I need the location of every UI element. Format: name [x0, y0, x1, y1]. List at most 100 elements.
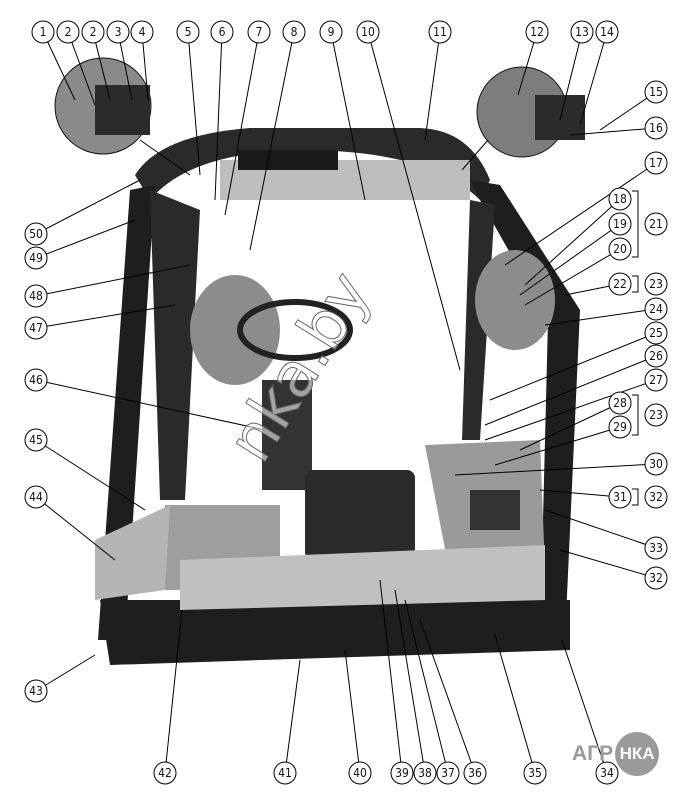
group-bracket: [632, 394, 639, 436]
callout-circle: [24, 679, 48, 703]
leader-line: [579, 31, 608, 126]
leader-line: [164, 609, 183, 774]
callout-label: 4: [139, 25, 146, 39]
callout-label: 33: [649, 541, 663, 555]
callout-15: 15: [644, 80, 668, 104]
leader-line: [559, 31, 583, 121]
callout-5: 5: [176, 20, 200, 44]
callout-label: 10: [361, 25, 375, 39]
callout-43: 43: [24, 679, 48, 703]
leader-line: [35, 264, 191, 297]
callout-circle: [644, 452, 668, 476]
callout-label: 36: [468, 766, 482, 780]
leader-line: [454, 463, 657, 476]
callout-circle: [644, 80, 668, 104]
callout-circle: [24, 316, 48, 340]
callout-circle: [608, 272, 632, 296]
callout-21: 21: [644, 212, 668, 236]
callout-label: 50: [29, 227, 43, 241]
leader-line: [569, 127, 657, 136]
callout-circle: [608, 485, 632, 509]
leader-line: [284, 659, 301, 774]
callout-circle: [390, 761, 414, 785]
leader-line: [394, 589, 426, 774]
callout-50: 50: [24, 222, 48, 246]
callout-label: 16: [649, 121, 663, 135]
callout-label: 46: [29, 373, 43, 387]
callout-circle: [348, 761, 372, 785]
callout-32: 32: [644, 566, 668, 590]
callout-24: 24: [644, 297, 668, 321]
leader-line: [419, 619, 476, 774]
leader-line: [187, 31, 201, 176]
leader-line: [484, 379, 657, 441]
callout-20: 20: [608, 237, 632, 261]
callout-label: 18: [613, 192, 627, 206]
callout-label: 17: [649, 156, 663, 170]
callout-label: 28: [613, 396, 627, 410]
callout-label: 8: [291, 25, 298, 39]
callout-circle: [24, 485, 48, 509]
callout-35: 35: [523, 761, 547, 785]
callout-circle: [56, 20, 80, 44]
callout-label: 37: [441, 766, 455, 780]
callout-circle: [24, 222, 48, 246]
callout-circle: [319, 20, 343, 44]
callout-label: 45: [29, 433, 43, 447]
callout-14: 14: [595, 20, 619, 44]
callout-circle: [273, 761, 297, 785]
callout-circle: [644, 344, 668, 368]
leader-line: [35, 304, 176, 329]
callout-label: 11: [433, 25, 447, 39]
callout-label: 48: [29, 289, 43, 303]
leader-line: [330, 31, 366, 201]
callout-circle: [463, 761, 487, 785]
callout-8: 8: [282, 20, 306, 44]
callout-label: 26: [649, 349, 663, 363]
callout-label: 1: [40, 25, 47, 39]
callout-label: 32: [649, 571, 663, 585]
callout-circle: [644, 368, 668, 392]
callout-37: 37: [436, 761, 460, 785]
callout-18: 18: [608, 187, 632, 211]
callout-16: 16: [644, 116, 668, 140]
callout-label: 44: [29, 490, 43, 504]
callout-label: 22: [613, 277, 627, 291]
cab-frame: [54, 57, 585, 665]
leader-line: [519, 223, 621, 296]
leader-line: [35, 219, 136, 259]
callout-circle: [210, 20, 234, 44]
callout-26: 26: [644, 344, 668, 368]
leader-line: [489, 332, 657, 401]
leader-line: [35, 439, 146, 511]
callout-label: 43: [29, 684, 43, 698]
leader-line: [35, 654, 96, 692]
leader-line: [379, 579, 403, 774]
callout-36: 36: [463, 761, 487, 785]
leader-line: [404, 599, 449, 774]
callout-circle: [436, 761, 460, 785]
callout-label: 32: [649, 490, 663, 504]
callout-circle: [523, 761, 547, 785]
leader-line: [214, 31, 223, 201]
callout-13: 13: [570, 20, 594, 44]
callout-2: 2: [56, 20, 80, 44]
callout-label: 21: [649, 217, 663, 231]
callout-label: 47: [29, 321, 43, 335]
callout-30: 30: [644, 452, 668, 476]
callout-11: 11: [428, 20, 452, 44]
leader-line: [92, 31, 111, 101]
callout-circle: [153, 761, 177, 785]
callout-4: 4: [130, 20, 154, 44]
logo: АГР НКА: [572, 730, 660, 778]
leader-line: [367, 31, 461, 371]
leader-line: [35, 379, 266, 431]
callout-circle: [356, 20, 380, 44]
callout-7: 7: [247, 20, 271, 44]
callout-label: 12: [530, 25, 544, 39]
callout-label: 38: [418, 766, 432, 780]
callout-label: 20: [613, 242, 627, 256]
callout-circle: [595, 20, 619, 44]
callout-circle: [595, 761, 619, 785]
